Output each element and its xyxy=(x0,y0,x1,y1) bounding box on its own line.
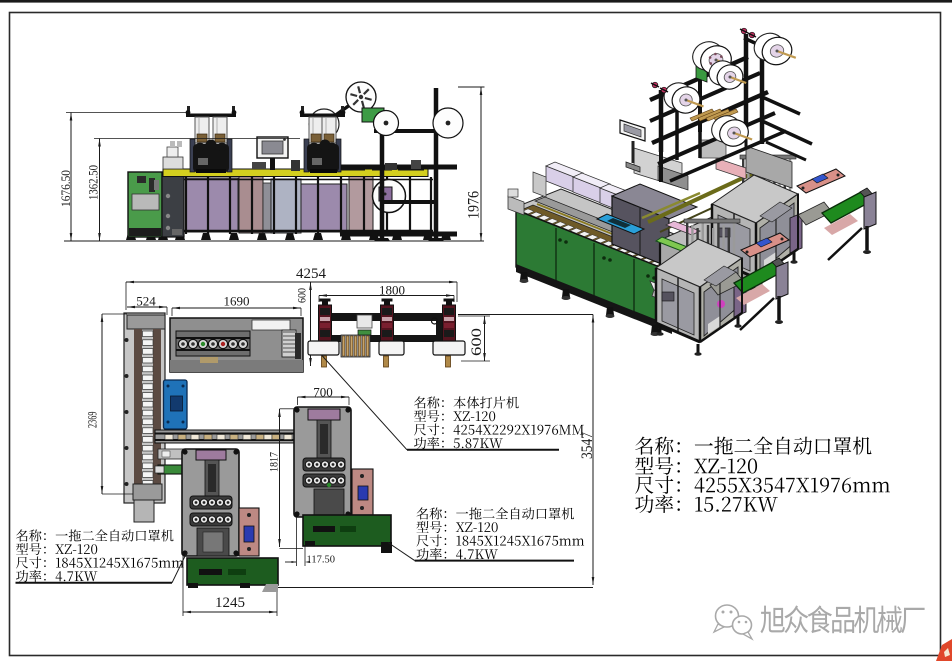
svg-text:1676.50: 1676.50 xyxy=(59,170,73,207)
svg-text:700: 700 xyxy=(313,385,333,400)
svg-text:600: 600 xyxy=(297,288,309,303)
svg-text:1362.50: 1362.50 xyxy=(87,165,101,200)
svg-text:1800: 1800 xyxy=(379,283,405,298)
svg-text:4254: 4254 xyxy=(296,266,327,282)
svg-text:1245: 1245 xyxy=(215,595,245,611)
svg-text:524: 524 xyxy=(136,294,156,309)
svg-text:600: 600 xyxy=(469,328,485,356)
svg-text:117.50: 117.50 xyxy=(307,555,336,566)
svg-text:2369: 2369 xyxy=(86,412,100,429)
svg-text:3547: 3547 xyxy=(579,432,596,459)
svg-text:1976: 1976 xyxy=(466,191,483,219)
svg-text:1690: 1690 xyxy=(224,294,250,309)
svg-text:1817: 1817 xyxy=(267,452,281,472)
